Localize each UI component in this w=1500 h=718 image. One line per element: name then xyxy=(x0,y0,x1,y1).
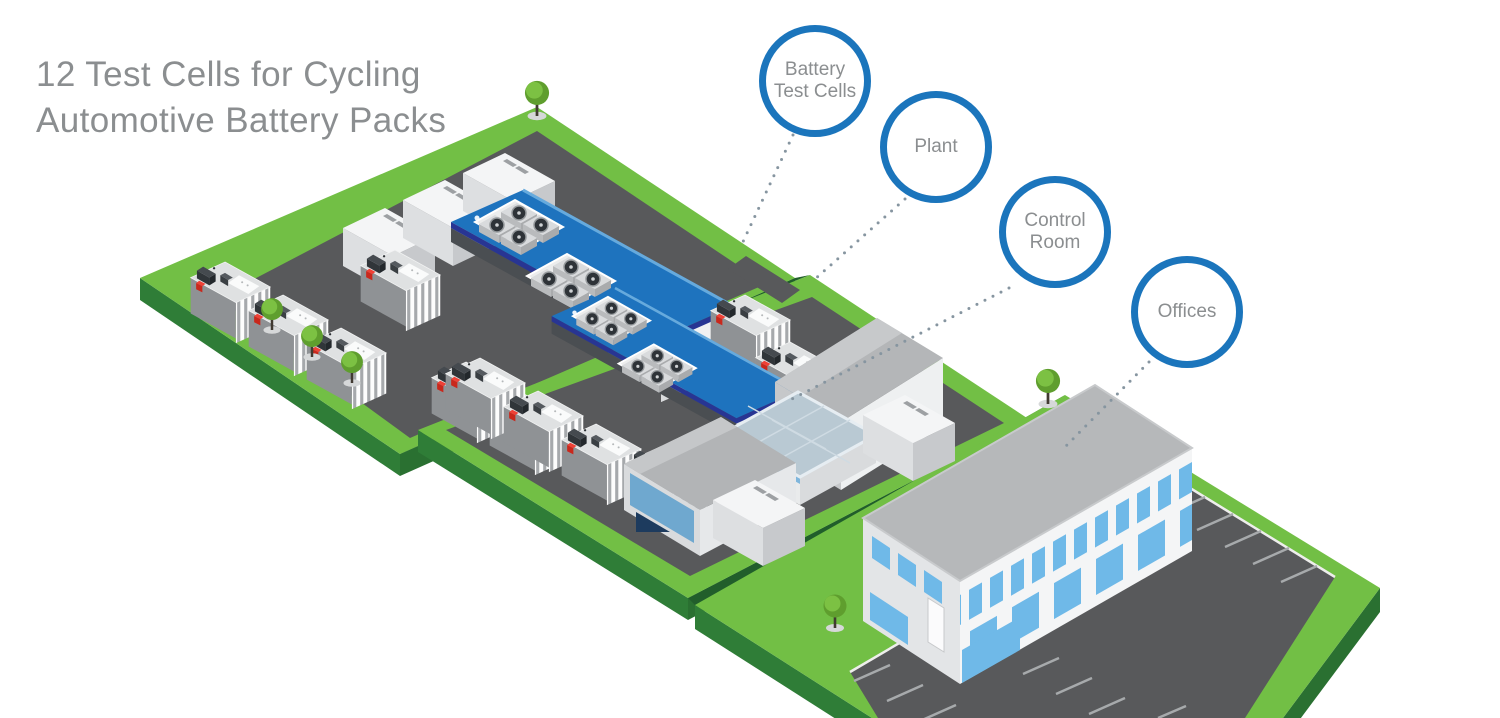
office-upper-windows xyxy=(960,462,1192,625)
callout-offices: Offices xyxy=(1131,256,1243,368)
leader-line-plant xyxy=(812,197,907,282)
callout-label: Offices xyxy=(1157,301,1217,323)
connecting-road xyxy=(728,256,800,303)
callout-plant: Plant xyxy=(880,91,992,203)
office-door xyxy=(927,597,945,653)
callout-battery-test-cells: Battery Test Cells xyxy=(759,25,871,137)
leader-line-offices xyxy=(1064,360,1151,448)
callout-label: Battery Test Cells xyxy=(773,59,857,102)
office-building xyxy=(861,383,1194,684)
title-line-1: 12 Test Cells for Cycling xyxy=(36,55,421,94)
callout-label: Plant xyxy=(914,136,958,158)
callout-label: Control Room xyxy=(1024,210,1086,253)
page-title: 12 Test Cells for Cycling Automotive Bat… xyxy=(36,52,446,144)
skylight-grid xyxy=(747,405,851,464)
title-line-2: Automotive Battery Packs xyxy=(36,101,447,141)
office-end-windows xyxy=(870,536,942,645)
leader-line-battery-test-cells xyxy=(739,133,795,248)
callout-control-room: Control Room xyxy=(999,176,1111,288)
